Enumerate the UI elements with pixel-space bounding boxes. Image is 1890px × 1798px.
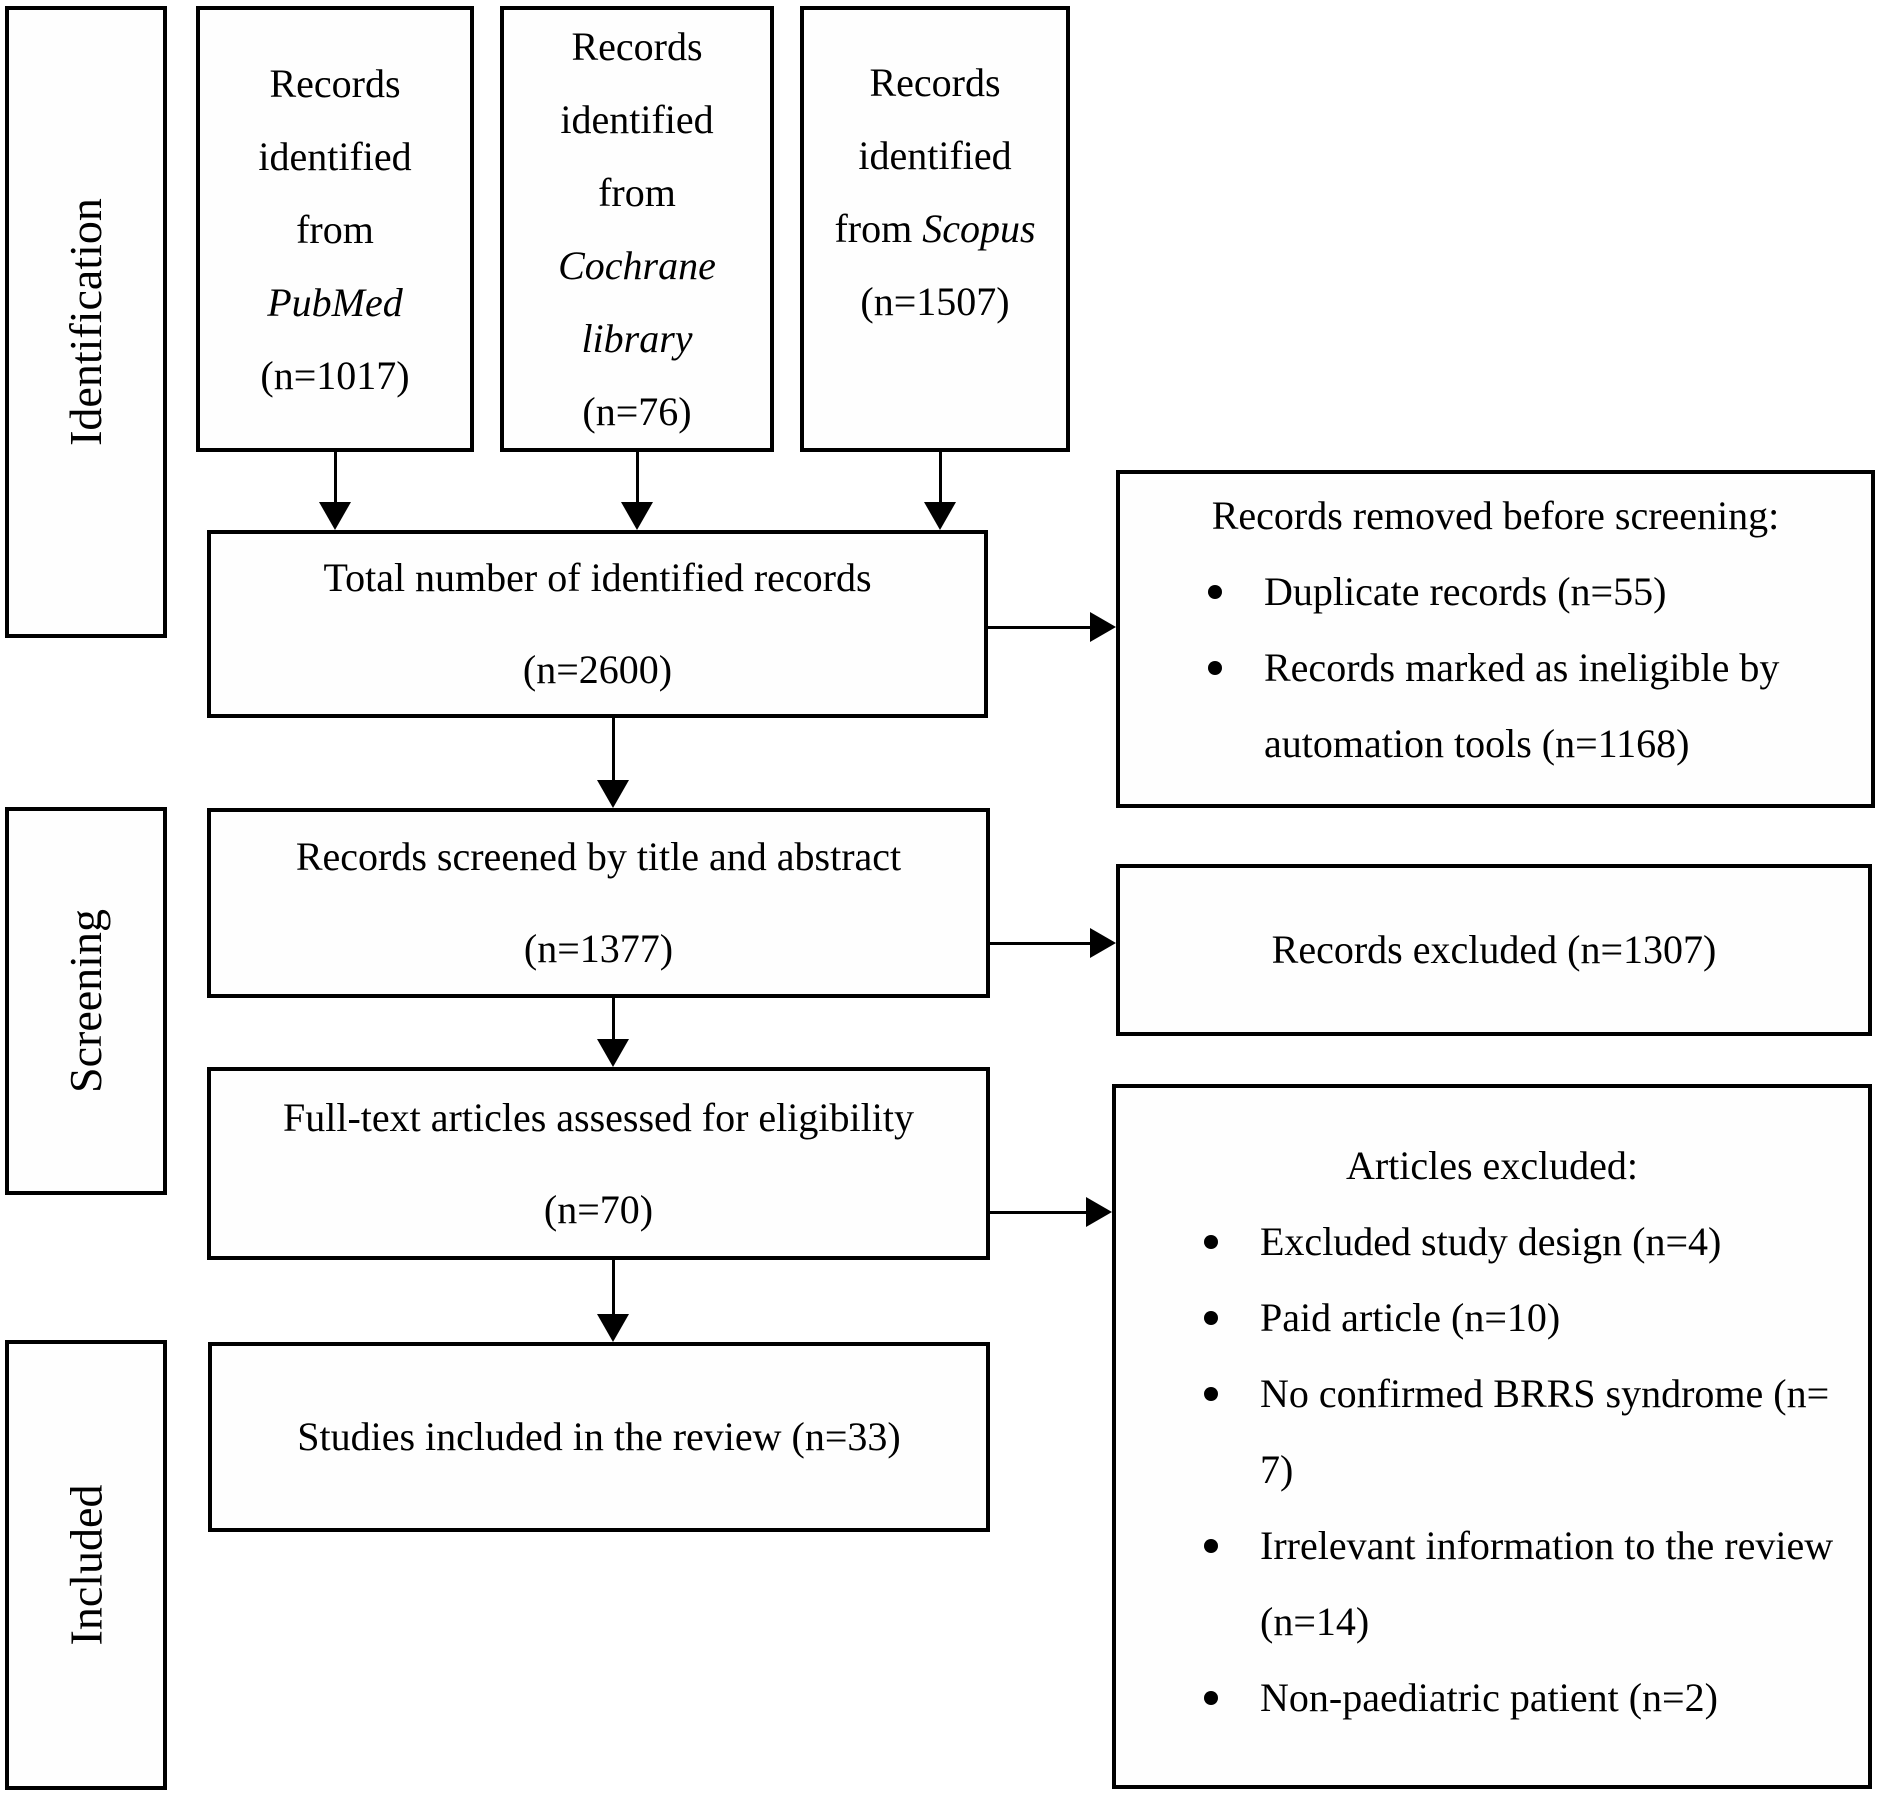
source-box-line: PubMed [267, 279, 403, 325]
bullet-icon [1204, 1387, 1218, 1401]
arrow-screened-to-fulltext-icon [597, 998, 629, 1067]
source-box-line: identified [560, 97, 714, 142]
source-box-line: Records [571, 24, 703, 69]
screened-records-count: (n=1377) [523, 926, 674, 971]
stage-label-screening: Screening [60, 909, 111, 1093]
stage-label-identification: Identification [60, 198, 112, 446]
stage-box-screening: Screening [5, 807, 167, 1195]
bullet-item: Excluded study design (n=4) [1116, 1204, 1868, 1280]
bullet-icon [1208, 661, 1222, 675]
records-removed-heading: Records removed before screening: [1211, 493, 1780, 538]
source-box-line: (n=76) [582, 389, 692, 434]
bullet-text: Excluded study design (n=4) [1260, 1219, 1722, 1264]
stage-label-included: Included [60, 1484, 111, 1646]
studies-included-line1: Studies included in the review (n=33) [297, 1414, 901, 1459]
records-excluded-box: Records excluded (n=1307) [1116, 864, 1872, 1036]
total-records-box: Total number of identified records (n=26… [207, 530, 988, 718]
arrow-total-to-screened-icon [597, 718, 629, 808]
source-box-line: (n=1017) [260, 352, 410, 398]
source-box-line: from Scopus [834, 206, 1036, 251]
records-removed-box: Records removed before screening: Duplic… [1116, 470, 1875, 808]
bullet-item: Non-paediatric patient (n=2) [1116, 1660, 1868, 1736]
screened-records-box: Records screened by title and abstract (… [207, 808, 990, 998]
source-box-line: identified [258, 133, 412, 179]
arrow-scopus-to-total-icon [924, 452, 956, 530]
articles-excluded-box: Articles excluded: Excluded study design… [1112, 1084, 1872, 1789]
arrow-total-to-removed-icon [988, 612, 1116, 642]
bullet-text: Records marked as ineligible by automati… [1264, 645, 1780, 766]
bullet-text: Irrelevant information to the review (n=… [1260, 1523, 1834, 1644]
fulltext-assessed-box: Full-text articles assessed for eligibil… [207, 1067, 990, 1260]
source-box-line: from [598, 170, 676, 215]
bullet-icon [1204, 1311, 1218, 1325]
bullet-text: No confirmed BRRS syndrome (n= 7) [1260, 1371, 1830, 1492]
source-box-line: (n=1507) [860, 279, 1010, 324]
arrow-pubmed-to-total-icon [319, 452, 351, 530]
bullet-item: Irrelevant information to the review (n=… [1116, 1508, 1868, 1660]
studies-included-box: Studies included in the review (n=33) [208, 1342, 990, 1532]
bullet-text: Duplicate records (n=55) [1264, 569, 1667, 614]
total-records-count: (n=2600) [522, 647, 673, 692]
source-box-scopus: Records identified from Scopus (n=1507) [800, 6, 1070, 452]
source-box-line: Records [269, 60, 401, 106]
stage-box-included: Included [5, 1340, 167, 1790]
fulltext-assessed-line1: Full-text articles assessed for eligibil… [283, 1094, 914, 1140]
articles-excluded-bullets: Excluded study design (n=4) Paid article … [1116, 1204, 1868, 1736]
bullet-text: Non-paediatric patient (n=2) [1260, 1675, 1718, 1720]
source-box-line: Records [869, 60, 1001, 105]
source-box-line: from [296, 206, 374, 252]
bullet-item: Records marked as ineligible by automati… [1120, 630, 1871, 782]
records-removed-bullets: Duplicate records (n=55) Records marked a… [1120, 554, 1871, 782]
bullet-item: No confirmed BRRS syndrome (n= 7) [1116, 1356, 1868, 1508]
stage-box-identification: Identification [5, 6, 167, 638]
records-excluded-line1: Records excluded (n=1307) [1271, 927, 1717, 972]
bullet-item: Paid article (n=10) [1116, 1280, 1868, 1356]
source-box-line: identified [858, 133, 1012, 178]
arrow-screened-to-excluded-icon [990, 928, 1116, 958]
fulltext-assessed-count: (n=70) [543, 1186, 654, 1232]
arrow-fulltext-to-articles-icon [990, 1197, 1112, 1227]
arrow-fulltext-to-studies-icon [597, 1260, 629, 1342]
arrow-cochrane-to-total-icon [621, 452, 653, 530]
articles-excluded-heading: Articles excluded: [1345, 1143, 1639, 1188]
bullet-icon [1204, 1539, 1218, 1553]
source-box-line: Cochrane [558, 243, 716, 288]
source-box-line: library [581, 316, 693, 361]
screened-records-line1: Records screened by title and abstract [295, 834, 902, 879]
bullet-text: Paid article (n=10) [1260, 1295, 1561, 1340]
bullet-icon [1204, 1235, 1218, 1249]
total-records-line1: Total number of identified records [323, 555, 872, 600]
bullet-item: Duplicate records (n=55) [1120, 554, 1871, 630]
bullet-icon [1208, 585, 1222, 599]
bullet-icon [1204, 1691, 1218, 1705]
